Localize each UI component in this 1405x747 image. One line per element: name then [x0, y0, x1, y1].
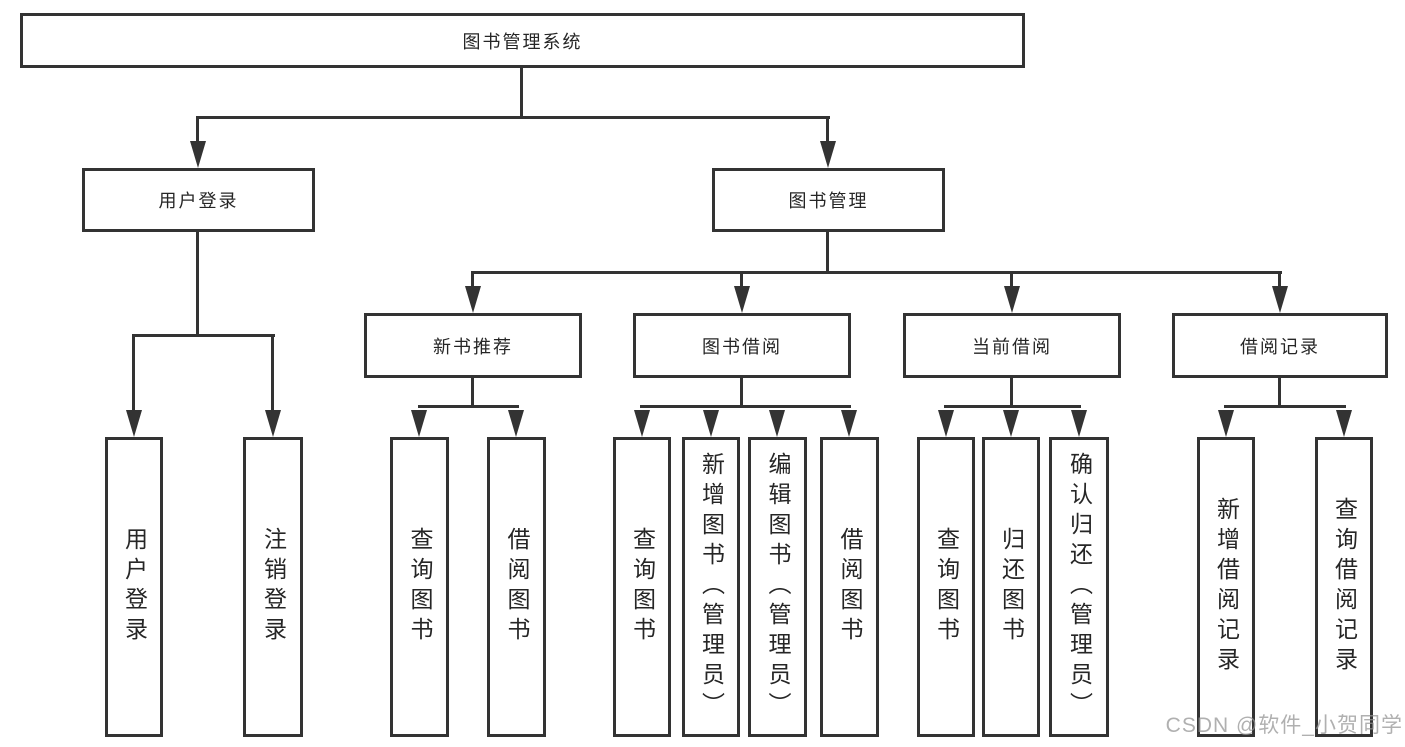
connector-root-stem [520, 68, 523, 118]
arrowhead-down-book-borrow [734, 286, 750, 313]
connector-level2-hline [196, 116, 830, 119]
leaf-bb-add-books-admin-label: 新增图书（管理员） [698, 452, 725, 722]
arrowhead-down-login-leaf2 [265, 410, 281, 437]
connector-book-borrow-hline [640, 405, 851, 408]
leaf-user-login: 用户登录 [105, 437, 163, 737]
connector-level3-hline [471, 271, 1282, 274]
node-borrow-records: 借阅记录 [1172, 313, 1388, 378]
leaf-cb-confirm-return-admin-label: 确认归还（管理员） [1066, 452, 1093, 722]
leaf-bb-edit-books-admin-label: 编辑图书（管理员） [765, 452, 791, 722]
leaf-logout-label: 注销登录 [260, 527, 287, 647]
node-root-label: 图书管理系统 [462, 31, 583, 52]
arrowhead-down-bb-leaf1 [634, 410, 650, 437]
connector-book-mgmt-down [826, 232, 829, 273]
connector-new-book-hline [418, 405, 519, 408]
node-current-borrow-label: 当前借阅 [972, 336, 1052, 357]
arrowhead-down-bb-leaf4 [841, 410, 857, 437]
node-current-borrow: 当前借阅 [903, 313, 1121, 378]
connector-user-login-stem [196, 116, 199, 146]
leaf-br-query-record-label: 查询借阅记录 [1331, 497, 1358, 677]
leaf-nb-borrow-books: 借阅图书 [487, 437, 546, 737]
leaf-bb-borrow-books-label: 借阅图书 [837, 527, 863, 647]
node-book-borrow: 图书借阅 [633, 313, 851, 378]
connector-borrow-records-down [1278, 378, 1281, 408]
leaf-cb-query-books: 查询图书 [917, 437, 975, 737]
leaf-bb-query-books: 查询图书 [613, 437, 671, 737]
connector-login-leaf1-stem [132, 334, 135, 412]
node-book-management: 图书管理 [712, 168, 945, 232]
node-user-login: 用户登录 [82, 168, 315, 232]
leaf-bb-edit-books-admin: 编辑图书（管理员） [748, 437, 807, 737]
connector-current-borrow-hline [944, 405, 1081, 408]
leaf-br-add-record: 新增借阅记录 [1197, 437, 1255, 737]
arrowhead-down-current-borrow [1004, 286, 1020, 313]
connector-l3-stem-3 [1010, 271, 1013, 291]
connector-login-leaf2-stem [271, 334, 274, 412]
arrowhead-down-cb-leaf3 [1071, 410, 1087, 437]
node-book-borrow-label: 图书借阅 [702, 336, 782, 357]
leaf-cb-return-books-label: 归还图书 [998, 527, 1025, 647]
node-new-book-recommend: 新书推荐 [364, 313, 582, 378]
arrowhead-down-new-book [465, 286, 481, 313]
leaf-cb-return-books: 归还图书 [982, 437, 1040, 737]
connector-l3-stem-1 [471, 271, 474, 291]
arrowhead-down-borrow-records [1272, 286, 1288, 313]
node-book-management-label: 图书管理 [788, 191, 869, 211]
leaf-br-query-record: 查询借阅记录 [1315, 437, 1373, 737]
leaf-user-login-label: 用户登录 [121, 527, 148, 647]
leaf-cb-confirm-return-admin: 确认归还（管理员） [1049, 437, 1109, 737]
arrowhead-down-br-leaf2 [1336, 410, 1352, 437]
node-borrow-records-label: 借阅记录 [1240, 336, 1320, 357]
node-user-login-label: 用户登录 [158, 191, 239, 211]
connector-book-mgmt-stem [826, 116, 829, 146]
leaf-bb-add-books-admin: 新增图书（管理员） [682, 437, 740, 737]
connector-l3-stem-4 [1278, 271, 1281, 291]
arrowhead-down-nb-leaf1 [411, 410, 427, 437]
connector-user-login-down [196, 232, 199, 336]
arrowhead-down-bb-leaf2 [703, 410, 719, 437]
node-new-book-recommend-label: 新书推荐 [433, 336, 513, 357]
leaf-cb-query-books-label: 查询图书 [933, 527, 960, 647]
arrowhead-down-cb-leaf2 [1003, 410, 1019, 437]
leaf-br-add-record-label: 新增借阅记录 [1213, 497, 1240, 677]
connector-current-borrow-down [1010, 378, 1013, 408]
connector-l3-stem-2 [740, 271, 743, 291]
node-root: 图书管理系统 [20, 13, 1025, 68]
connector-borrow-records-hline [1224, 405, 1346, 408]
connector-book-borrow-down [740, 378, 743, 408]
leaf-nb-borrow-books-label: 借阅图书 [504, 527, 530, 647]
arrowhead-down-br-leaf1 [1218, 410, 1234, 437]
leaf-nb-query-books: 查询图书 [390, 437, 449, 737]
arrowhead-down-nb-leaf2 [508, 410, 524, 437]
leaf-bb-query-books-label: 查询图书 [629, 527, 656, 647]
arrowhead-down-bb-leaf3 [769, 410, 785, 437]
arrowhead-down-login-leaf1 [126, 410, 142, 437]
leaf-nb-query-books-label: 查询图书 [407, 527, 433, 647]
connector-user-login-hline [132, 334, 275, 337]
connector-new-book-down [471, 378, 474, 408]
leaf-bb-borrow-books: 借阅图书 [820, 437, 879, 737]
arrowhead-down-book-mgmt [820, 141, 836, 168]
leaf-logout: 注销登录 [243, 437, 303, 737]
arrowhead-down-user-login [190, 141, 206, 168]
arrowhead-down-cb-leaf1 [938, 410, 954, 437]
